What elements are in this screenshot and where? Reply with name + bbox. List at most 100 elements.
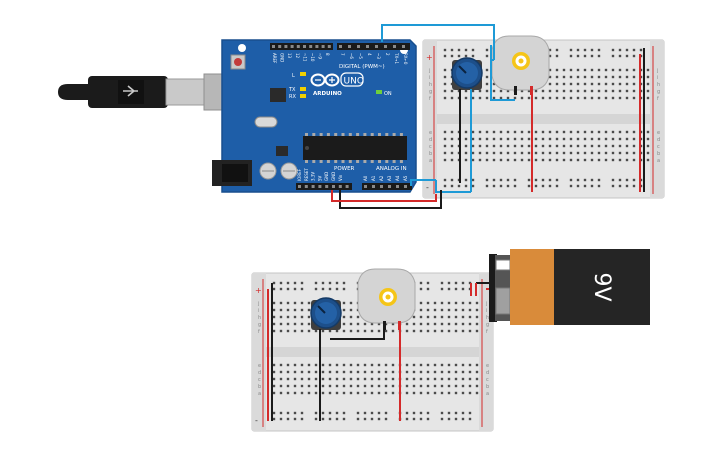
bottom-breadboard-hole[interactable] (468, 308, 472, 312)
top-breadboard-hole[interactable] (443, 158, 447, 162)
bottom-breadboard-rail-hole[interactable] (335, 417, 339, 421)
bottom-breadboard-hole[interactable] (447, 308, 451, 312)
top-breadboard-rail-hole[interactable] (450, 48, 454, 52)
bottom-breadboard-rail-hole[interactable] (314, 411, 318, 415)
bottom-breadboard-hole[interactable] (405, 363, 409, 367)
top-breadboard-hole[interactable] (583, 144, 587, 148)
bottom-breadboard-hole[interactable] (349, 384, 353, 388)
bottom-breadboard-hole[interactable] (300, 315, 304, 319)
top-breadboard-hole[interactable] (555, 144, 559, 148)
top-breadboard-rail-hole[interactable] (499, 178, 503, 182)
top-breadboard-hole[interactable] (562, 151, 566, 155)
top-breadboard-hole[interactable] (583, 68, 587, 72)
bottom-breadboard-hole[interactable] (461, 308, 465, 312)
top-breadboard-hole[interactable] (506, 151, 510, 155)
bottom-breadboard-hole[interactable] (440, 315, 444, 319)
bottom-breadboard-hole[interactable] (307, 363, 311, 367)
header-pin[interactable] (348, 45, 351, 48)
bottom-breadboard-hole[interactable] (349, 308, 353, 312)
bottom-breadboard-hole[interactable] (342, 322, 346, 326)
bottom-breadboard-rail-hole[interactable] (461, 281, 465, 285)
bottom-breadboard-hole[interactable] (349, 329, 353, 333)
bottom-breadboard-hole[interactable] (426, 329, 430, 333)
top-breadboard-rail-hole[interactable] (527, 184, 531, 188)
top-breadboard-rail-hole[interactable] (597, 184, 601, 188)
bottom-breadboard-hole[interactable] (377, 384, 381, 388)
top-breadboard-hole[interactable] (548, 158, 552, 162)
top-breadboard-hole[interactable] (569, 130, 573, 134)
top-breadboard-hole[interactable] (534, 96, 538, 100)
bottom-breadboard-hole[interactable] (293, 315, 297, 319)
analog-pin-header[interactable] (362, 183, 412, 190)
top-breadboard-hole[interactable] (520, 158, 524, 162)
top-breadboard-hole[interactable] (597, 68, 601, 72)
bottom-breadboard-rail-hole[interactable] (461, 411, 465, 415)
bottom-breadboard-hole[interactable] (356, 329, 360, 333)
top-breadboard-hole[interactable] (548, 68, 552, 72)
top-breadboard-hole[interactable] (583, 158, 587, 162)
top-breadboard-hole[interactable] (443, 68, 447, 72)
bottom-breadboard-hole[interactable] (293, 391, 297, 395)
bottom-breadboard-hole[interactable] (377, 329, 381, 333)
bottom-breadboard-hole[interactable] (293, 301, 297, 305)
bottom-breadboard-rail-hole[interactable] (454, 287, 458, 291)
top-breadboard-rail-hole[interactable] (555, 54, 559, 58)
header-pin[interactable] (284, 45, 288, 48)
top-breadboard-hole[interactable] (485, 144, 489, 148)
top-breadboard-hole[interactable] (478, 144, 482, 148)
top-breadboard-hole[interactable] (632, 130, 636, 134)
bottom-breadboard-hole[interactable] (440, 384, 444, 388)
top-breadboard-rail-hole[interactable] (450, 54, 454, 58)
top-breadboard-hole[interactable] (646, 130, 650, 134)
bottom-breadboard-hole[interactable] (335, 329, 339, 333)
top-breadboard-hole[interactable] (485, 68, 489, 72)
top-breadboard-hole[interactable] (499, 137, 503, 141)
top-breadboard-rail-hole[interactable] (450, 184, 454, 188)
bottom-breadboard-rail-hole[interactable] (447, 281, 451, 285)
bottom-breadboard-hole[interactable] (272, 322, 276, 326)
top-breadboard-hole[interactable] (625, 68, 629, 72)
bottom-breadboard-rail-hole[interactable] (279, 287, 283, 291)
top-breadboard-hole[interactable] (464, 151, 468, 155)
bottom-breadboard-hole[interactable] (447, 370, 451, 374)
bottom-breadboard-hole[interactable] (363, 384, 367, 388)
bottom-breadboard-hole[interactable] (412, 391, 416, 395)
top-breadboard-hole[interactable] (471, 130, 475, 134)
bottom-breadboard-hole[interactable] (321, 363, 325, 367)
bottom-breadboard-hole[interactable] (342, 315, 346, 319)
top-breadboard-rail-hole[interactable] (443, 54, 447, 58)
bottom-breadboard-hole[interactable] (461, 363, 465, 367)
bottom-breadboard-rail-hole[interactable] (454, 411, 458, 415)
bottom-breadboard-rail-hole[interactable] (314, 417, 318, 421)
bottom-breadboard-hole[interactable] (300, 363, 304, 367)
bottom-potentiometer[interactable] (310, 297, 342, 330)
top-breadboard-rail-hole[interactable] (611, 184, 615, 188)
bottom-breadboard-hole[interactable] (321, 329, 325, 333)
bottom-breadboard-hole[interactable] (440, 370, 444, 374)
top-breadboard-hole[interactable] (478, 137, 482, 141)
top-breadboard-rail-hole[interactable] (457, 48, 461, 52)
bottom-breadboard-hole[interactable] (363, 322, 367, 326)
top-breadboard-hole[interactable] (611, 151, 615, 155)
top-breadboard-hole[interactable] (506, 158, 510, 162)
top-breadboard-hole[interactable] (541, 158, 545, 162)
bottom-breadboard-hole[interactable] (440, 377, 444, 381)
bottom-breadboard-hole[interactable] (391, 363, 395, 367)
bottom-breadboard-hole[interactable] (342, 384, 346, 388)
top-breadboard-hole[interactable] (590, 151, 594, 155)
bottom-breadboard-hole[interactable] (426, 308, 430, 312)
bottom-breadboard-hole[interactable] (321, 391, 325, 395)
bottom-breadboard-hole[interactable] (363, 370, 367, 374)
bottom-breadboard-hole[interactable] (293, 363, 297, 367)
bottom-breadboard-rail-hole[interactable] (412, 417, 416, 421)
bottom-breadboard-rail-hole[interactable] (356, 411, 360, 415)
bottom-breadboard-hole[interactable] (475, 301, 479, 305)
top-breadboard-hole[interactable] (555, 96, 559, 100)
bottom-breadboard-hole[interactable] (370, 322, 374, 326)
top-breadboard-hole[interactable] (513, 96, 517, 100)
top-breadboard-hole[interactable] (625, 75, 629, 79)
top-breadboard-hole[interactable] (625, 158, 629, 162)
header-pin[interactable] (325, 185, 329, 188)
bottom-breadboard-hole[interactable] (328, 377, 332, 381)
bottom-breadboard-rail-hole[interactable] (384, 417, 388, 421)
